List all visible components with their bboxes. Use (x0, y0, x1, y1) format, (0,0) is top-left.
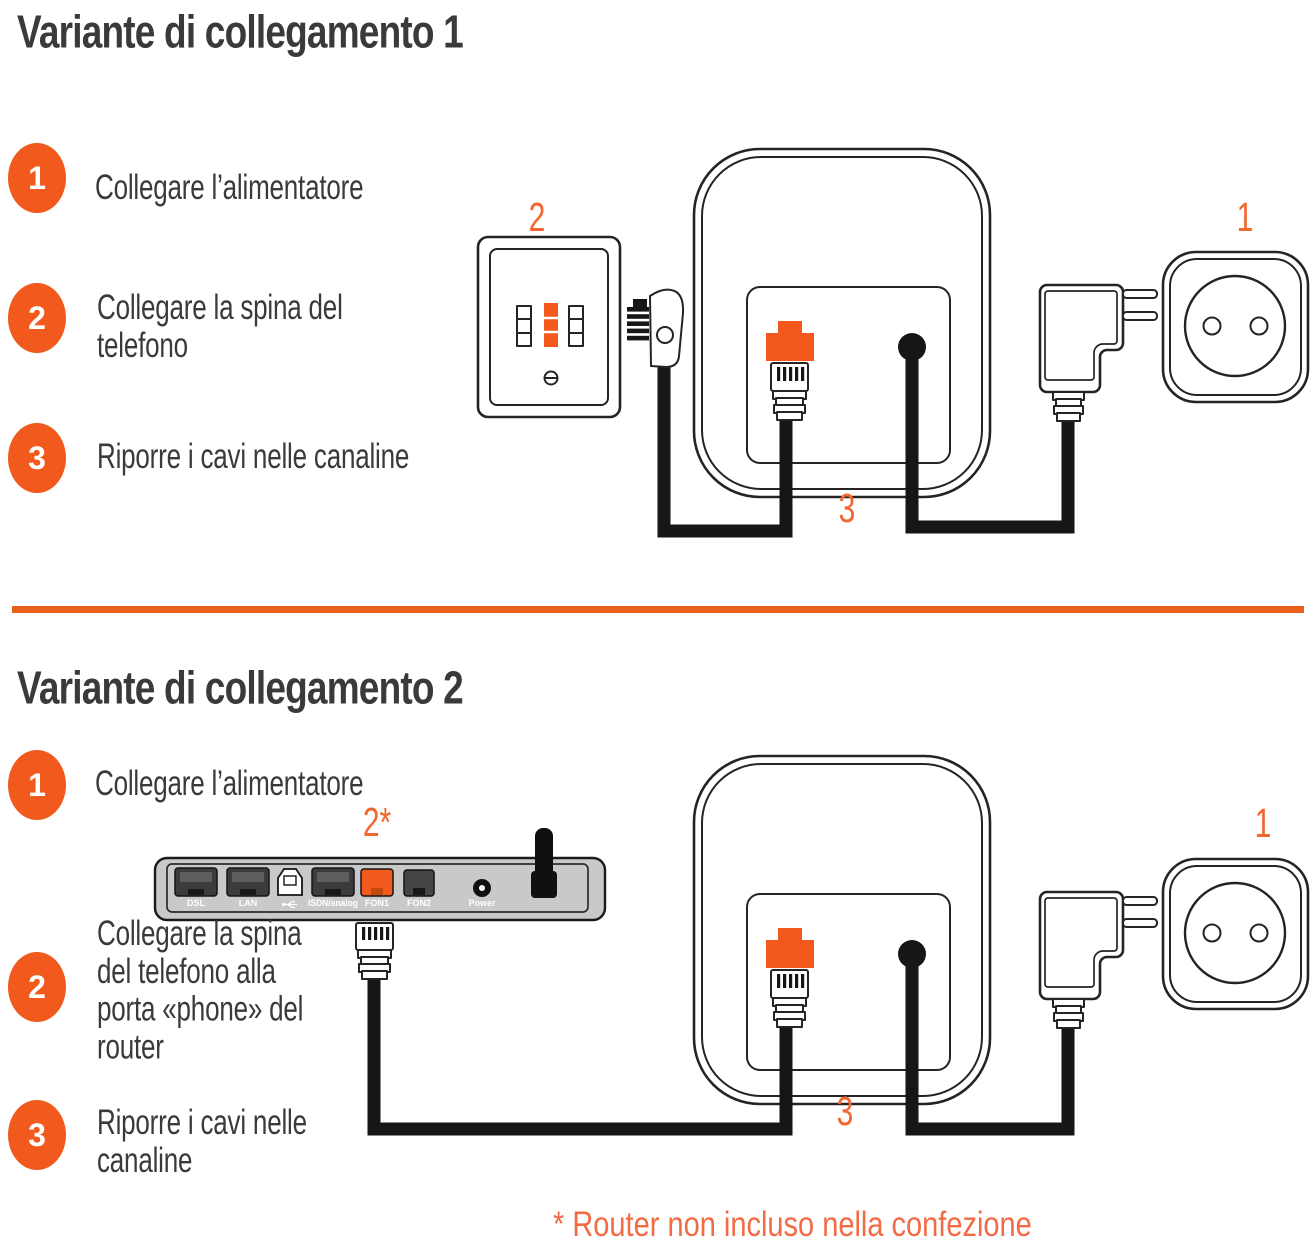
section1-step1-number: 1 (8, 143, 66, 213)
section2-step1-number: 1 (8, 750, 66, 820)
section2-outlet-label: 1 (1254, 802, 1272, 847)
phone-plug (770, 969, 809, 1028)
section1-wall-socket-label: 2 (528, 196, 546, 241)
wall-socket-slot-center (544, 303, 558, 347)
phone-cable-variant1 (657, 360, 793, 538)
power-cable-variant1 (905, 352, 1075, 534)
tae-plug (627, 288, 685, 368)
router: DSL LAN ISDN/analog FON1 FON2 Power (153, 828, 607, 922)
router-port-lan (226, 867, 270, 897)
power-cord-hole (898, 940, 926, 968)
section2-step3-number: 3 (8, 1100, 66, 1170)
wall-socket-screw (543, 370, 559, 386)
phone-plug (770, 362, 809, 421)
router-port-dsl (174, 867, 218, 897)
section2-step1-text: Collegare l’alimentatore (95, 762, 364, 804)
router-port-isdn (311, 867, 355, 897)
footer-note: * Router non incluso nella confezione (553, 1206, 1032, 1245)
router-port-label-fon2: FON2 (407, 898, 431, 908)
section1-step3-text: Riporre i cavi nelle canaline (97, 435, 410, 477)
base-station (692, 147, 992, 499)
power-adapter-and-outlet (1038, 250, 1310, 423)
section1-outlet-label: 1 (1236, 196, 1254, 241)
router-port-fon1 (360, 868, 394, 897)
section1-step2-number: 2 (8, 283, 66, 353)
phone-cable-variant2 (367, 976, 793, 1136)
power-cord-hole (898, 333, 926, 361)
router-port-fon2 (403, 869, 435, 897)
variant1-diagram (476, 147, 1310, 538)
router-port-label-power: Power (468, 898, 496, 908)
section2-step2-text: Collegare la spina del telefono alla por… (97, 912, 304, 1067)
router-port-label-isdn: ISDN/analog (308, 898, 358, 908)
router-port-usb (277, 868, 303, 896)
power-adapter-and-outlet (1038, 857, 1310, 1030)
base-station (692, 754, 992, 1106)
section2-title: Variante di collegamento 2 (17, 662, 464, 714)
section-divider (12, 606, 1304, 613)
section1-step2-text: Collegare la spina del telefono (97, 286, 343, 365)
section1-step3-number: 3 (8, 423, 66, 493)
section2-cables-label: 3 (836, 1090, 854, 1135)
section1-step1-text: Collegare l’alimentatore (95, 166, 364, 208)
section1-title: Variante di collegamento 1 (17, 6, 464, 58)
usb-trident-icon (282, 900, 297, 909)
power-cable-variant2 (905, 959, 1075, 1136)
section2-step2-number: 2 (8, 952, 66, 1022)
section1-cables-label: 3 (838, 487, 856, 532)
wall-socket (476, 235, 622, 419)
router-power-jack (473, 879, 491, 897)
variant2-diagram: DSL LAN ISDN/analog FON1 FON2 Power (153, 754, 1310, 1136)
router-port-label-lan: LAN (239, 898, 258, 908)
phone-plug-to-router (355, 922, 394, 980)
section2-step3-text: Riporre i cavi nelle canaline (97, 1101, 307, 1180)
section2-router-label: 2* (362, 801, 392, 846)
router-port-label-dsl: DSL (187, 898, 206, 908)
wall-socket-slot-right (568, 305, 584, 347)
wall-socket-slot-left (516, 305, 532, 347)
router-antenna (531, 828, 557, 898)
router-port-label-fon1: FON1 (365, 898, 389, 908)
